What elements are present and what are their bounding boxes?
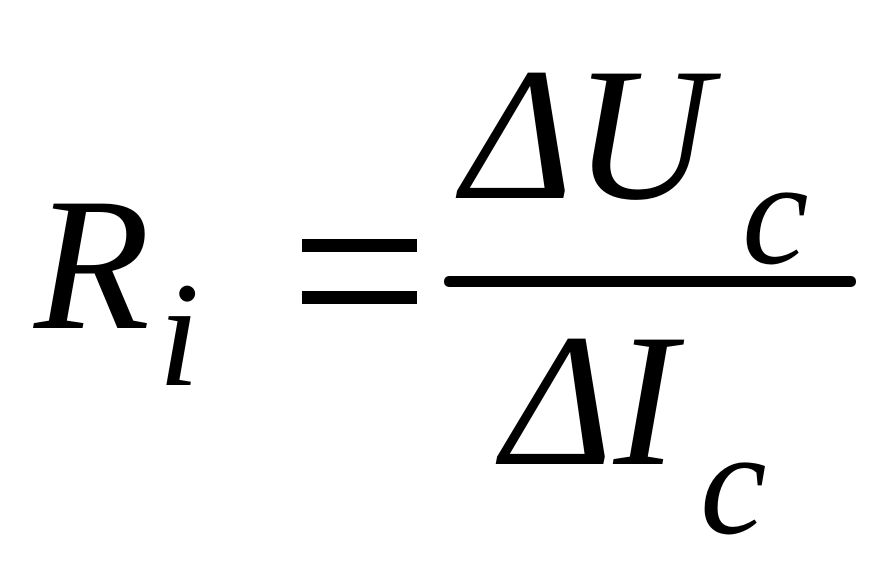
equals-bar-top (302, 239, 417, 252)
denominator-subscript: c (700, 400, 767, 566)
lhs-symbol: R (34, 160, 151, 370)
equals-bar-bottom (302, 291, 417, 304)
fraction-line (444, 276, 856, 287)
lhs-subscript: i (158, 252, 200, 418)
denominator-symbol: ΔI (502, 296, 677, 506)
numerator-subscript: c (742, 130, 809, 296)
numerator-symbol: ΔU (462, 30, 711, 240)
